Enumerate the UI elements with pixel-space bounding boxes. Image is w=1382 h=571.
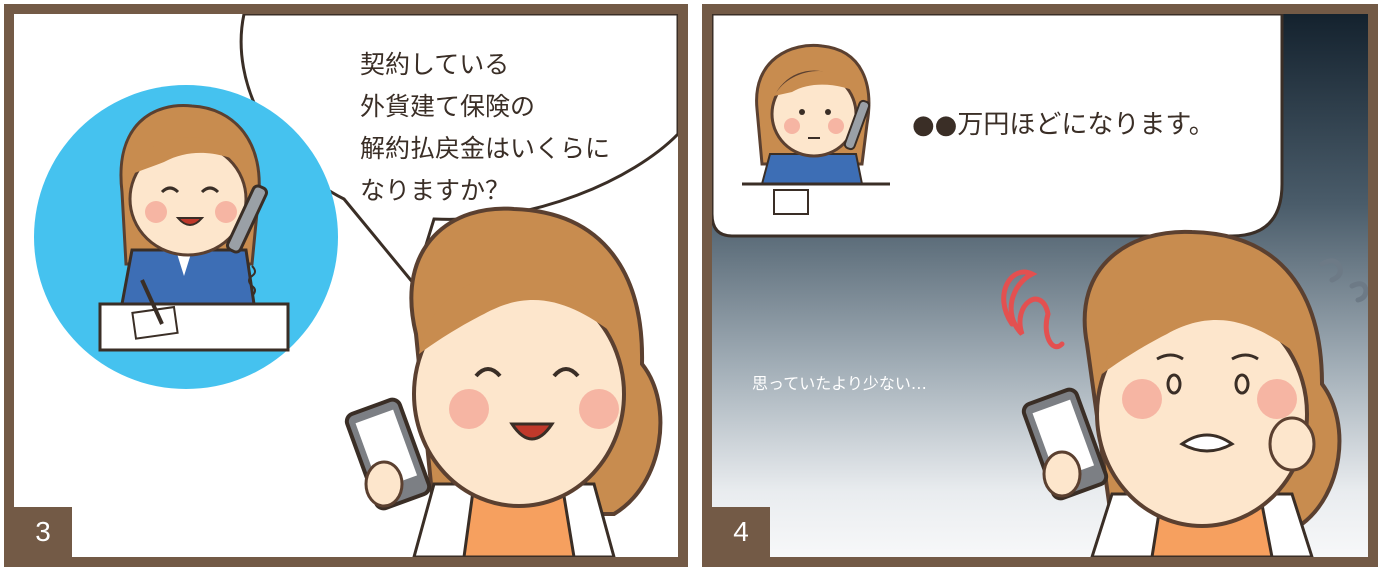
- panel-3-illustration: [34, 14, 678, 557]
- panel-number: 3: [14, 507, 72, 557]
- panel-number: 4: [712, 507, 770, 557]
- operator-desk: [98, 302, 290, 352]
- speech-bubble-text: 契約している 外貨建て保険の 解約払戻金はいくらに なりますか？: [360, 44, 610, 212]
- thought-text: 思っていたより少ない…: [752, 374, 927, 393]
- panel-4-illustration: [712, 14, 1368, 557]
- speech-bubble: [239, 14, 678, 288]
- speech-line: 解約払戻金はいくらに: [360, 134, 611, 163]
- woman-character-happy: [344, 206, 663, 557]
- speech-line: なりますか？: [360, 176, 511, 205]
- worry-scribble: [1001, 269, 1065, 349]
- operator-character: [119, 104, 268, 306]
- speech-box-text: ●●万円ほどになります。: [912, 110, 1215, 140]
- comic-panel-4: ●●万円ほどになります。 思っていたより少ない… 4: [702, 4, 1378, 567]
- speech-line: 契約している: [360, 50, 510, 79]
- comic-panel-3: 契約している 外貨建て保険の 解約払戻金はいくらに なりますか？ 3: [4, 4, 688, 567]
- woman-character-worried: [1021, 229, 1342, 557]
- question-marks: [1319, 258, 1368, 303]
- speech-line: 外貨建て保険の: [360, 92, 536, 121]
- operator-character-small: [755, 43, 871, 185]
